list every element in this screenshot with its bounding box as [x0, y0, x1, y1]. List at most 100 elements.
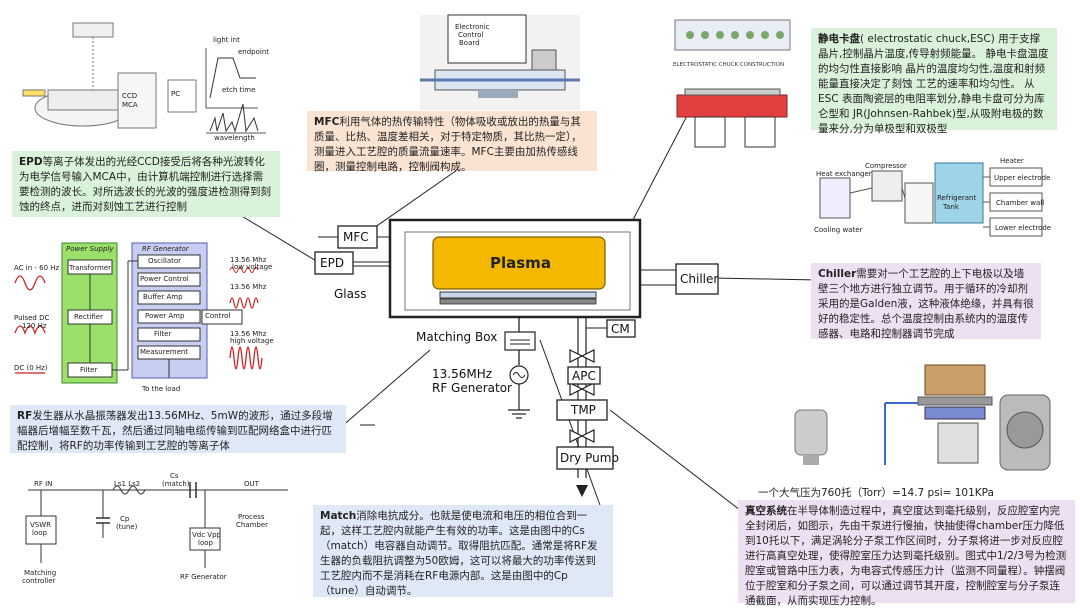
- epd-note-text: 等离子体发出的光经CCD接受后将各种光波转化为电学信号输入MCA中，由计算机端控…: [19, 156, 271, 213]
- epd-label: EPD: [320, 256, 345, 270]
- chiller-refrigerant: Refrigerant: [937, 194, 977, 202]
- chiller-note-text: 需要对一个工艺腔的上下电极以及墙壁三个地方进行独立调节。用于循环的冷却剂采用的是…: [818, 268, 1034, 340]
- matching-box-label: Matching Box: [416, 330, 498, 344]
- rf-rectifier: Rectifier: [74, 313, 103, 321]
- vacuum-illustration: [794, 364, 1051, 471]
- match-controller: controller: [22, 577, 56, 585]
- esc-note-head: 静电卡盘: [818, 33, 860, 45]
- esc-note: 静电卡盘( electrostatic chuck,ESC) 用于支撑晶片,控制…: [811, 28, 1057, 135]
- rf-filter: Filter: [80, 366, 98, 374]
- chiller-heat-exchanger: Heat exchanger: [816, 170, 872, 178]
- esc-illustration: [674, 19, 791, 148]
- rf-freq-2: 13.56 Mhz: [230, 283, 267, 291]
- vacuum-note-text: 在半导体制造过程中，真空度达到毫托级别，反应腔室内完全封闭后，如图示，先由干泵进…: [745, 505, 1067, 607]
- mfc-board-title2: Control: [458, 31, 484, 39]
- epd-ccd-label: CCD: [122, 92, 138, 100]
- chiller-heater: Heater: [1000, 157, 1024, 165]
- chiller-compressor: Compressor: [865, 162, 907, 170]
- rf-power-control: Power Control: [140, 275, 189, 283]
- match-circuit-diagram: [25, 482, 288, 568]
- esc-note-text: ( electrostatic chuck,ESC) 用于支撑晶片,控制晶片温度…: [818, 33, 1049, 135]
- chiller-illustration: [810, 143, 1050, 248]
- rf-note-head: RF: [17, 410, 33, 422]
- vacuum-note: 真空系统在半导体制造过程中，真空度达到毫托级别，反应腔室内完全封闭后，如图示，先…: [738, 500, 1075, 607]
- rf-power-supply-title: Power Supply: [66, 245, 114, 253]
- mfc-label: MFC: [343, 230, 369, 244]
- rf-generator-title: RF Generator: [142, 245, 189, 253]
- rf-oscillator: Oscillator: [148, 257, 182, 265]
- rf-generator-freq: 13.56MHz: [432, 367, 493, 381]
- match-rfgen: RF Generator: [180, 573, 227, 581]
- atm-conversion: 一个大气压为760托（Torr）=14.7 psi= 101KPa: [758, 487, 994, 499]
- tmp-label: TMP: [571, 403, 596, 417]
- plasma-label: Plasma: [490, 254, 551, 272]
- apc-label: APC: [572, 369, 596, 383]
- rf-power-amp: Power Amp: [145, 312, 185, 320]
- mfc-note-text: 利用气体的热传输特性（物体吸收或放出的热量与其质量、比热、温度差相关，对于特定物…: [314, 116, 582, 173]
- mfc-note-head: MFC: [314, 116, 340, 128]
- mfc-board-title3: Board: [459, 39, 480, 47]
- match-ls: Ls1 Ls2: [114, 480, 141, 488]
- match-cp-sub: (tune): [116, 523, 138, 531]
- match-note-text: 消除电抗成分。也就是使电流和电压的相位合到一起，这样工艺腔内就能产生有效的功率。…: [320, 510, 598, 597]
- match-vswr: VSWR: [30, 521, 52, 529]
- rf-pulsed-dc: Pulsed DC: [14, 314, 50, 322]
- chiller-lower: Lower electrode: [995, 224, 1052, 232]
- rf-freq-3: 13.56 Mhz: [230, 330, 267, 338]
- epd-wavelength-label: wavelength: [214, 134, 255, 142]
- match-cs: Cs: [170, 472, 179, 480]
- epd-illustration: [22, 22, 266, 134]
- rf-transformer: Transformer: [69, 264, 112, 272]
- match-chamber: Chamber: [236, 521, 269, 529]
- epd-endpoint-label: endpoint: [238, 48, 270, 56]
- match-matching: Matching: [24, 569, 57, 577]
- chiller-tank: Tank: [943, 203, 959, 211]
- rf-note-text: 发生器从水晶振荡器发出13.56MHz、5mW的波形，通过多段增幅器后增幅至数千…: [17, 410, 333, 452]
- match-rf-in: RF IN: [34, 480, 53, 488]
- rf-freq-1b: low voltage: [232, 263, 273, 271]
- epd-light-label: light int: [213, 36, 240, 44]
- match-cs-sub: (match): [162, 480, 190, 488]
- match-vdc: Vdc Vpp: [192, 531, 221, 539]
- esc-diagram-title: ELECTROSTATIC CHUCK CONSTRUCTION: [673, 62, 785, 68]
- match-process: Process: [238, 513, 265, 521]
- rf-note: RF发生器从水晶振荡器发出13.56MHz、5mW的波形，通过多段增幅器后增幅至…: [10, 405, 346, 453]
- chiller-wall: Chamber wall: [996, 199, 1045, 207]
- epd-etch-time-label: etch time: [222, 86, 256, 94]
- epd-mca-label: MCA: [122, 101, 138, 109]
- rf-freq-3b: high voltage: [230, 337, 274, 345]
- match-vdc-loop: loop: [198, 539, 213, 547]
- rf-to-load: To the load: [142, 385, 181, 393]
- rf-ac-in: AC in - 60 Hz: [14, 264, 60, 272]
- cm-label: CM: [611, 322, 630, 336]
- chiller-note-head: Chiller: [818, 268, 857, 280]
- glass-label: Glass: [334, 287, 367, 301]
- mfc-illustration: [420, 14, 580, 110]
- rf-measurement: Measurement: [140, 348, 189, 356]
- chiller-cooling-water: Cooling water: [814, 226, 863, 234]
- rf-dc: DC (0 Hz): [14, 364, 48, 372]
- rf-control: Control: [205, 312, 231, 320]
- rf-generator-label: RF Generator: [432, 381, 512, 395]
- chiller-upper: Upper electrode: [994, 174, 1051, 182]
- match-note-head: Match: [320, 510, 357, 522]
- mfc-board-title1: Electronic: [455, 23, 490, 31]
- match-out: OUT: [244, 480, 259, 488]
- rf-block-diagram: [14, 242, 263, 384]
- match-note: Match消除电抗成分。也就是使电流和电压的相位合到一起，这样工艺腔内就能产生有…: [313, 505, 613, 597]
- vacuum-note-head: 真空系统: [745, 505, 787, 517]
- rf-pulsed-dc-freq: 120 Hz: [22, 322, 47, 330]
- epd-note: EPD等离子体发出的光经CCD接受后将各种光波转化为电学信号输入MCA中，由计算…: [12, 151, 280, 217]
- dry-pump-label: Dry Pump: [560, 451, 620, 465]
- match-cp: Cp: [120, 515, 130, 523]
- epd-pc-label: PC: [171, 90, 181, 98]
- rf-freq-1: 13.56 Mhz: [230, 256, 267, 264]
- rf-filter2: Filter: [154, 330, 172, 338]
- rf-buffer-amp: Buffer Amp: [143, 293, 183, 301]
- match-vswr-loop: loop: [32, 529, 47, 537]
- epd-note-head: EPD: [19, 156, 43, 168]
- chiller-label: Chiller: [680, 272, 719, 286]
- chiller-note: Chiller需要对一个工艺腔的上下电极以及墙壁三个地方进行独立调节。用于循环的…: [811, 263, 1041, 340]
- mfc-note: MFC利用气体的热传输特性（物体吸收或放出的热量与其质量、比热、温度差相关，对于…: [307, 111, 597, 173]
